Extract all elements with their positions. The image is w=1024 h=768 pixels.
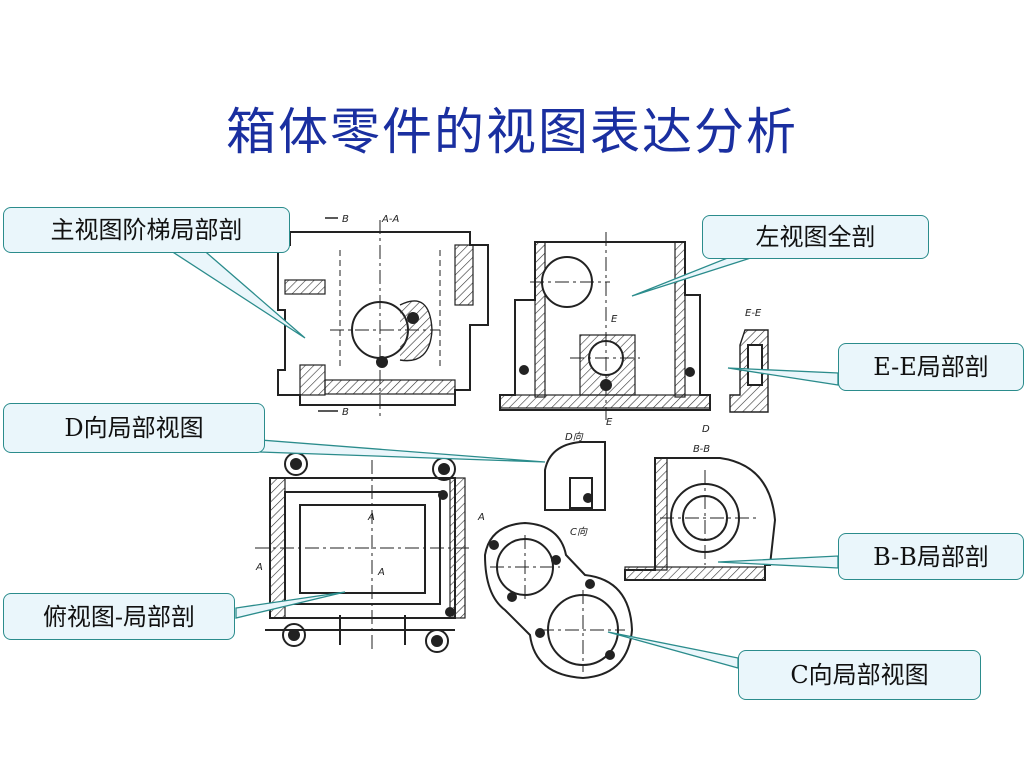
label-aa: A-A <box>381 214 399 225</box>
c-view <box>483 521 634 680</box>
leader-lines <box>162 246 839 669</box>
slide-title: 箱体零件的视图表达分析 <box>226 103 798 161</box>
label-e: E <box>611 314 618 325</box>
callout-c-view: C向局部视图 <box>738 650 981 700</box>
label-a4: A <box>477 512 485 523</box>
label-b-top: B <box>342 214 349 225</box>
top-view <box>255 452 470 653</box>
bb-section <box>624 457 777 581</box>
callout-main-view: 主视图阶梯局部剖 <box>3 207 290 253</box>
callout-bb-section: B-B局部剖 <box>838 533 1024 580</box>
label-b-bottom: B <box>342 407 349 418</box>
label-e2: E <box>606 417 613 428</box>
callout-d-view: D向局部视图 <box>3 403 265 453</box>
label-c-dir: C向 <box>570 526 588 538</box>
label-a1: A <box>367 512 375 523</box>
label-a3: A <box>255 562 263 573</box>
label-a2: A <box>377 567 385 578</box>
callout-left-view: 左视图全剖 <box>702 215 929 259</box>
d-view <box>544 441 606 511</box>
label-d: D <box>702 424 710 435</box>
label-d-dir: D向 <box>565 431 584 443</box>
callout-top-view: 俯视图-局部剖 <box>3 593 235 640</box>
callout-ee-section: E-E局部剖 <box>838 343 1024 391</box>
main-view <box>277 220 489 420</box>
label-bb: B-B <box>693 444 710 455</box>
left-view <box>499 232 711 420</box>
label-ee: E-E <box>745 308 762 319</box>
